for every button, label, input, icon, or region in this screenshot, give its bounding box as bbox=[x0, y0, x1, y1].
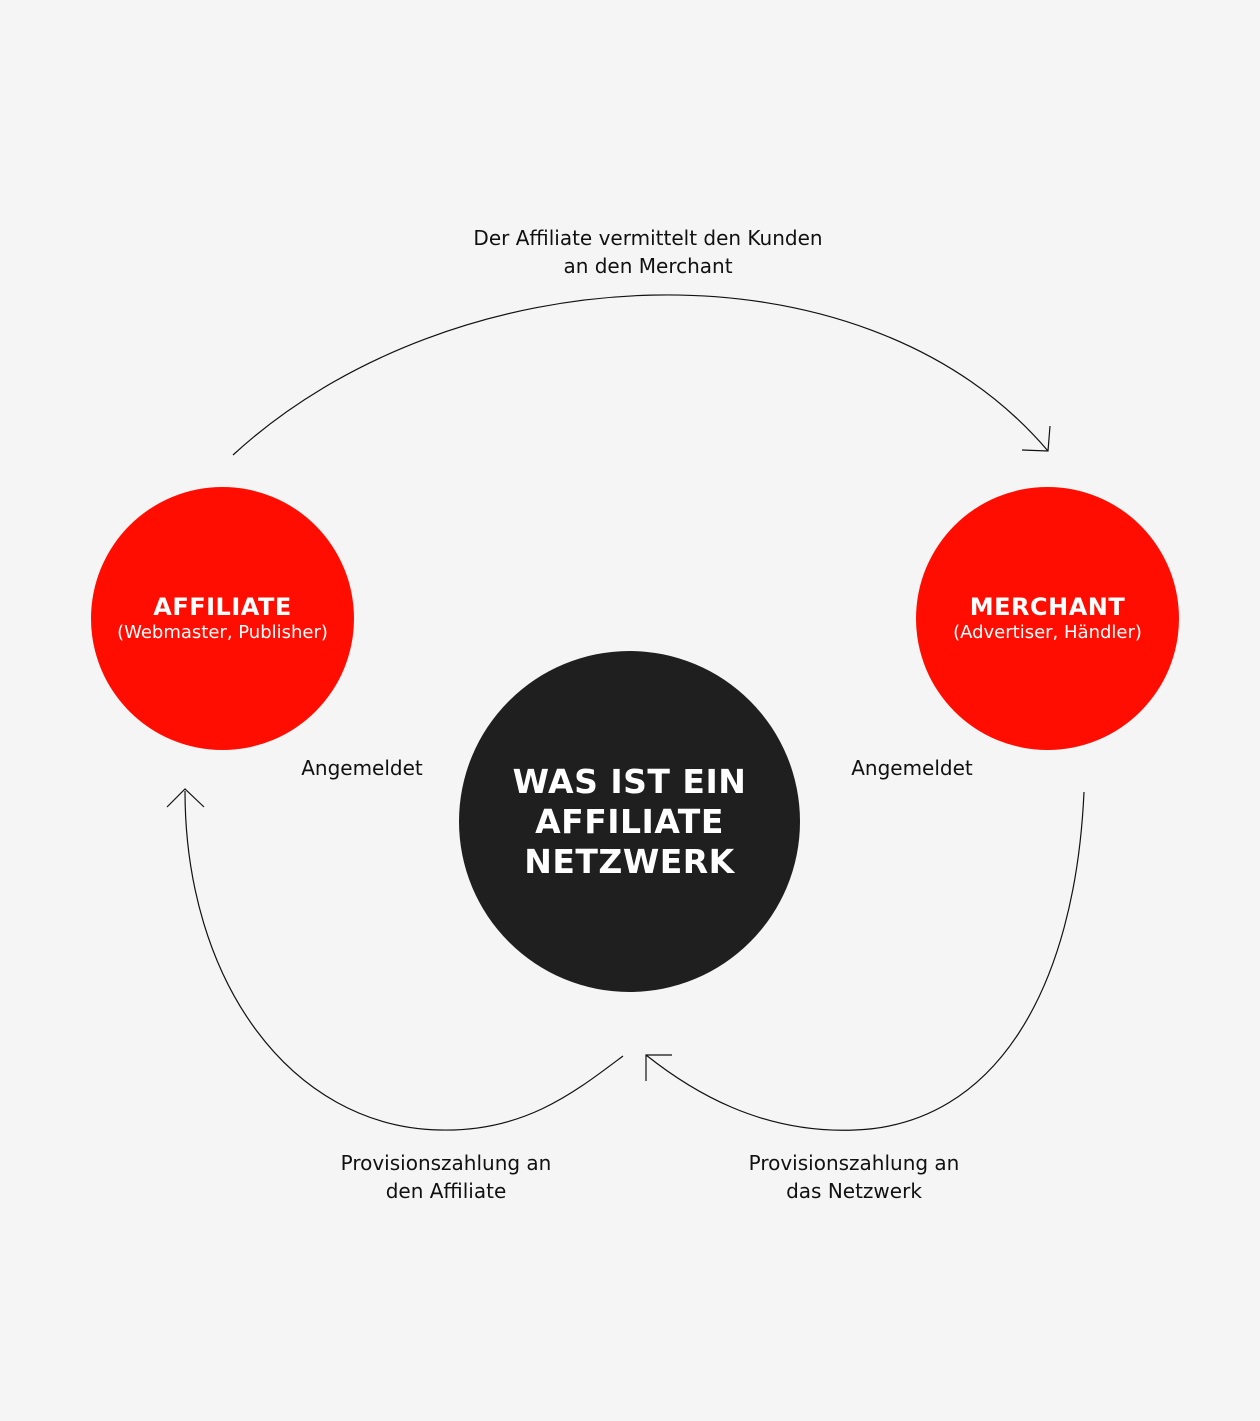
label-bottom-left-line2: den Affiliate bbox=[385, 1179, 507, 1203]
label-merchant-registered: Angemeldet bbox=[851, 756, 973, 780]
label-top-line2: an den Merchant bbox=[563, 254, 733, 278]
arrow-center-to-affiliate bbox=[184, 790, 624, 1131]
label-payout-network: Provisionszahlung an das Netzwerk bbox=[704, 1149, 1004, 1205]
affiliate-subtitle: (Webmaster, Publisher) bbox=[117, 621, 328, 643]
label-top-line1: Der Affiliate vermittelt den Kunden bbox=[473, 226, 823, 250]
label-bottom-left-line1: Provisionszahlung an bbox=[340, 1151, 552, 1175]
arrow-affiliate-to-merchant bbox=[232, 294, 1049, 456]
label-payout-affiliate: Provisionszahlung an den Affiliate bbox=[296, 1149, 596, 1205]
label-affiliate-to-merchant: Der Affiliate vermittelt den Kunden an d… bbox=[398, 224, 898, 280]
affiliate-title: AFFILIATE bbox=[153, 592, 292, 621]
label-affiliate-registered: Angemeldet bbox=[301, 756, 423, 780]
arrowhead-merchant bbox=[1021, 425, 1051, 452]
merchant-title: MERCHANT bbox=[969, 592, 1126, 621]
arrow-merchant-to-center bbox=[645, 791, 1085, 1131]
arrowhead-affiliate bbox=[166, 788, 205, 808]
affiliate-node: AFFILIATE (Webmaster, Publisher) bbox=[91, 487, 354, 750]
center-title: WAS IST EIN AFFILIATE NETZWERK bbox=[512, 761, 747, 881]
label-bottom-right-line2: das Netzwerk bbox=[786, 1179, 922, 1203]
merchant-subtitle: (Advertiser, Händler) bbox=[953, 621, 1142, 643]
label-bottom-right-line1: Provisionszahlung an bbox=[748, 1151, 960, 1175]
center-node: WAS IST EIN AFFILIATE NETZWERK bbox=[459, 651, 800, 992]
merchant-node: MERCHANT (Advertiser, Händler) bbox=[916, 487, 1179, 750]
arrowhead-center bbox=[645, 1054, 672, 1081]
